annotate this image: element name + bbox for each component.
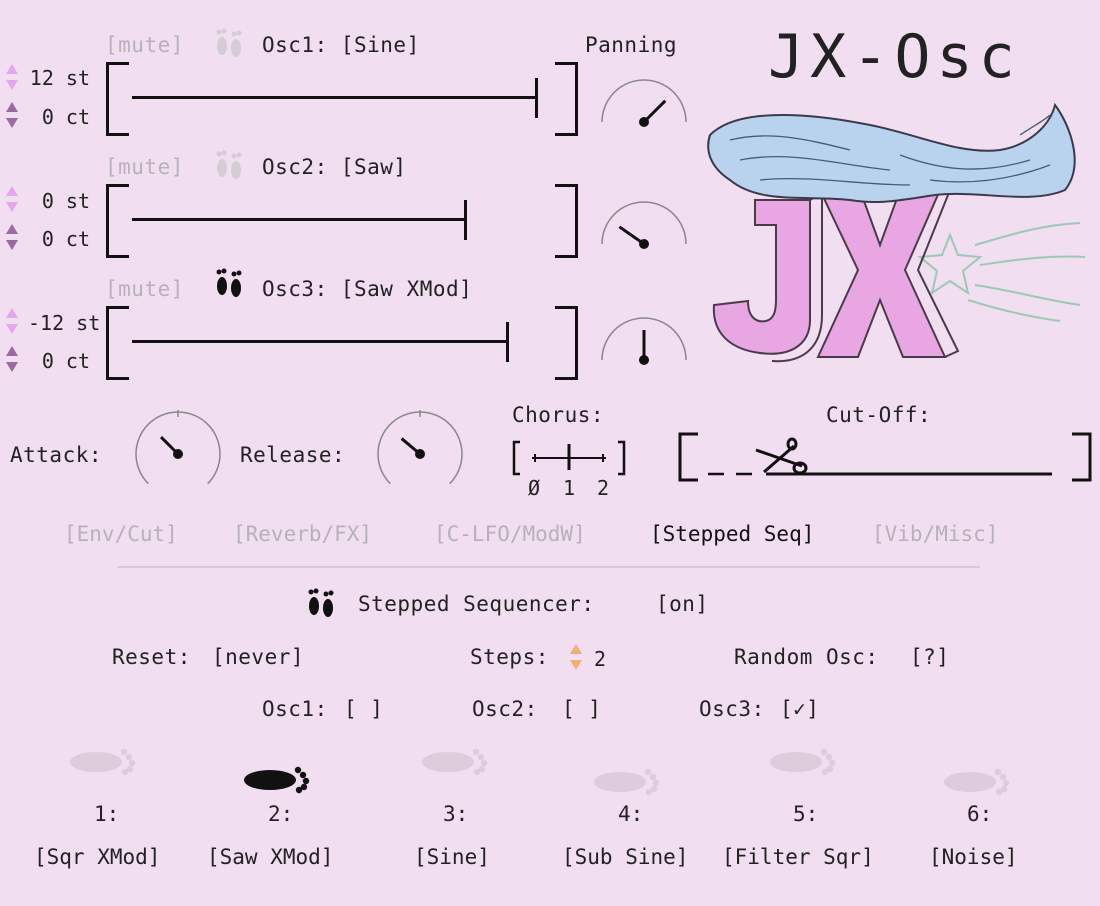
osc3-semitone-arrows[interactable] — [5, 306, 19, 336]
attack-label: Attack: — [10, 443, 103, 467]
osc3-footprint-icon[interactable] — [210, 264, 248, 302]
chorus-selector[interactable] — [510, 438, 630, 478]
random-osc-toggle[interactable]: [?] — [910, 645, 950, 669]
osc2-level-slider[interactable] — [106, 184, 578, 258]
step1-waveform-selector[interactable]: [Sqr XMod] — [34, 845, 161, 869]
cutoff-slider[interactable] — [676, 430, 1094, 486]
tab-vib-misc[interactable]: [Vib/Misc] — [872, 522, 999, 546]
chorus-tick-2: 2 — [597, 476, 610, 500]
osc3-semitones-value: -12 st — [28, 311, 101, 335]
step3-number: 3: — [443, 802, 469, 826]
osc2-semitone-arrows[interactable] — [5, 184, 19, 214]
osc3-level-slider[interactable] — [106, 306, 578, 380]
osc3-cents-arrows[interactable] — [5, 344, 19, 374]
tab-env-cut[interactable]: [Env/Cut] — [64, 522, 178, 546]
osc3-cents-value: 0 ct — [41, 349, 90, 373]
osc2-waveform-selector[interactable]: Osc2: [Saw] — [262, 155, 407, 179]
osc2-pan-knob[interactable] — [596, 198, 692, 252]
app-title: JX-Osc — [768, 22, 1021, 92]
step5-footprint-icon[interactable] — [766, 738, 842, 778]
osc1-pan-knob[interactable] — [596, 76, 692, 130]
attack-knob[interactable] — [130, 408, 226, 494]
steps-value: 2 — [594, 647, 607, 671]
osc1-cents-arrows[interactable] — [5, 100, 19, 130]
reset-label: Reset: — [112, 645, 191, 669]
jx-logo — [707, 102, 1086, 363]
step1-number: 1: — [94, 802, 120, 826]
chorus-tick-0: Ø — [528, 476, 541, 500]
step2-number: 2: — [268, 802, 294, 826]
osc3-waveform-selector[interactable]: Osc3: [Saw XMod] — [262, 277, 473, 301]
tab-reverb-fx[interactable]: [Reverb/FX] — [233, 522, 373, 546]
step2-footprint-icon[interactable] — [240, 756, 316, 796]
step6-waveform-selector[interactable]: [Noise] — [929, 845, 1018, 869]
chorus-label: Chorus: — [512, 403, 605, 427]
osc1-waveform-selector[interactable]: Osc1: [Sine] — [262, 33, 420, 57]
osc2-cents-arrows[interactable] — [5, 222, 19, 252]
sequencer-footprint-icon[interactable] — [302, 584, 340, 622]
osc1-cents-value: 0 ct — [41, 105, 90, 129]
scissors-icon — [755, 437, 808, 475]
chorus-tick-1: 1 — [563, 476, 576, 500]
tab-stepped-seq[interactable]: [Stepped Seq] — [650, 522, 815, 546]
step4-footprint-icon[interactable] — [590, 758, 666, 798]
seq-osc1-label: Osc1: — [262, 697, 328, 721]
osc1-semitone-arrows[interactable] — [5, 62, 19, 92]
osc1-mute-button[interactable]: [mute] — [105, 33, 184, 57]
osc2-semitones-value: 0 st — [41, 189, 90, 213]
step4-waveform-selector[interactable]: [Sub Sine] — [562, 845, 689, 869]
osc1-level-slider[interactable] — [106, 62, 578, 136]
osc3-pan-knob[interactable] — [596, 314, 692, 368]
release-knob[interactable] — [372, 408, 468, 494]
osc1-semitones-value: 12 st — [29, 66, 90, 90]
step3-footprint-icon[interactable] — [418, 738, 494, 778]
step6-number: 6: — [967, 802, 993, 826]
steps-arrows[interactable] — [569, 642, 583, 672]
release-label: Release: — [240, 443, 346, 467]
seq-osc3-checkbox[interactable]: [✓] — [780, 697, 820, 721]
seq-osc1-checkbox[interactable]: [ ] — [344, 697, 384, 721]
sequencer-toggle[interactable]: [on] — [656, 592, 709, 616]
seq-osc2-checkbox[interactable]: [ ] — [562, 697, 602, 721]
step2-waveform-selector[interactable]: [Saw XMod] — [207, 845, 334, 869]
tab-c-lfo-modw[interactable]: [C-LFO/ModW] — [434, 522, 586, 546]
osc2-cents-value: 0 ct — [41, 227, 90, 251]
reset-selector[interactable]: [never] — [212, 645, 305, 669]
panning-label: Panning — [585, 33, 678, 57]
osc3-mute-button[interactable]: [mute] — [105, 277, 184, 301]
cutoff-label: Cut-Off: — [826, 403, 932, 427]
step5-waveform-selector[interactable]: [Filter Sqr] — [722, 845, 874, 869]
steps-label: Steps: — [470, 645, 549, 669]
step6-footprint-icon[interactable] — [940, 758, 1016, 798]
seq-osc2-label: Osc2: — [472, 697, 538, 721]
tab-divider — [118, 566, 980, 568]
step1-footprint-icon[interactable] — [66, 738, 142, 778]
random-osc-label: Random Osc: — [734, 645, 879, 669]
osc2-footprint-icon[interactable] — [210, 146, 248, 184]
step4-number: 4: — [618, 802, 644, 826]
step5-number: 5: — [793, 802, 819, 826]
seq-osc3-label: Osc3: — [699, 697, 765, 721]
osc2-mute-button[interactable]: [mute] — [105, 155, 184, 179]
osc1-footprint-icon[interactable] — [210, 24, 248, 62]
sequencer-label: Stepped Sequencer: — [358, 592, 595, 616]
step3-waveform-selector[interactable]: [Sine] — [414, 845, 490, 869]
